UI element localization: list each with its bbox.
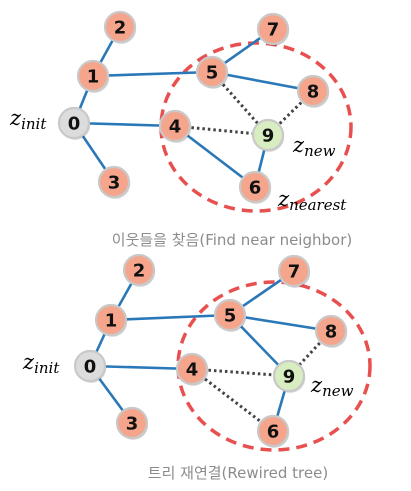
- node-label: 6: [249, 178, 262, 199]
- tree-edge-1-5: [110, 313, 231, 322]
- z-nearest-label: znearest: [277, 187, 347, 214]
- node-circle: [195, 55, 229, 89]
- edge-layer: [88, 269, 333, 433]
- node-circle: [314, 314, 348, 348]
- z-init-label: zinit: [9, 106, 47, 133]
- node-circle: [277, 254, 311, 288]
- z-new-label: znew: [310, 373, 354, 400]
- node-circle: [272, 359, 306, 393]
- node-circle: [103, 10, 137, 44]
- node-1: 1: [76, 59, 110, 93]
- node-label: 0: [68, 114, 81, 135]
- node-label: 5: [224, 306, 237, 327]
- node-circle: [213, 298, 247, 332]
- node-7: 7: [256, 12, 290, 46]
- node-6: 6: [238, 170, 272, 204]
- node-layer: 0 1 2 3 4 5 6 7 8 9: [73, 253, 348, 448]
- z-init-label: zinit: [22, 350, 60, 377]
- node-4: 4: [175, 352, 209, 386]
- node-7: 7: [277, 254, 311, 288]
- node-label: 8: [325, 322, 338, 343]
- node-5: 5: [195, 55, 229, 89]
- node-label: 4: [186, 360, 199, 381]
- node-3: 3: [115, 406, 149, 440]
- node-8: 8: [314, 314, 348, 348]
- caption-bottom: 트리 재연결(Rewired tree): [148, 464, 328, 482]
- tree-edge-4-6: [174, 124, 256, 189]
- near-edge-4-6: [191, 367, 274, 433]
- node-circle: [256, 12, 290, 46]
- node-circle: [238, 170, 272, 204]
- node-label: 5: [206, 63, 219, 84]
- node-4: 4: [158, 109, 192, 143]
- node-2: 2: [103, 10, 137, 44]
- node-layer: 0 1 2 3 4 5 6 7 8 9: [57, 10, 330, 204]
- node-circle: [251, 118, 285, 152]
- node-5: 5: [213, 298, 247, 332]
- node-label: 4: [169, 117, 182, 138]
- node-label: 7: [288, 262, 301, 283]
- tree-edge-0-4: [73, 121, 176, 128]
- node-label: 9: [262, 126, 275, 147]
- node-label: 2: [114, 18, 127, 39]
- node-label: 7: [267, 20, 280, 41]
- node-circle: [76, 59, 110, 93]
- panel-find-near-neighbor: 0 1 2 3 4 5 6 7 8 9 zinit znew znearest 이웃들을 찾음(F…: [9, 10, 353, 249]
- node-label: 8: [307, 82, 320, 103]
- node-9: 9: [272, 359, 306, 393]
- node-label: 1: [87, 67, 100, 88]
- z-new-label: znew: [292, 133, 336, 160]
- node-circle: [57, 106, 91, 140]
- node-label: 6: [267, 422, 280, 443]
- node-circle: [175, 352, 209, 386]
- node-circle: [97, 165, 131, 199]
- node-label: 3: [108, 173, 121, 194]
- node-circle: [256, 414, 290, 448]
- panel-rewired-tree: 0 1 2 3 4 5 6 7 8 9 zinit znew 트리 재연결(Rewired tre…: [22, 253, 372, 482]
- node-circle: [73, 349, 107, 383]
- node-label: 3: [126, 414, 139, 435]
- node-circle: [158, 109, 192, 143]
- node-0: 0: [73, 349, 107, 383]
- node-label: 2: [133, 261, 146, 282]
- node-9: 9: [251, 118, 285, 152]
- node-3: 3: [97, 165, 131, 199]
- node-6: 6: [256, 414, 290, 448]
- node-0: 0: [57, 106, 91, 140]
- node-label: 0: [84, 357, 97, 378]
- node-1: 1: [94, 303, 128, 337]
- tree-edge-0-4: [89, 364, 193, 371]
- node-label: 1: [105, 311, 118, 332]
- tree-edge-1-5: [92, 70, 213, 78]
- caption-top: 이웃들을 찾음(Find near neighbor): [112, 231, 352, 249]
- tree-edge-5-8: [211, 70, 314, 93]
- neighborhood-circle: [176, 280, 372, 452]
- edge-layer: [72, 26, 315, 189]
- node-label: 9: [283, 367, 296, 388]
- tree-edge-5-8: [229, 313, 332, 333]
- node-circle: [122, 253, 156, 287]
- node-circle: [94, 303, 128, 337]
- node-circle: [296, 74, 330, 108]
- node-circle: [115, 406, 149, 440]
- node-8: 8: [296, 74, 330, 108]
- node-2: 2: [122, 253, 156, 287]
